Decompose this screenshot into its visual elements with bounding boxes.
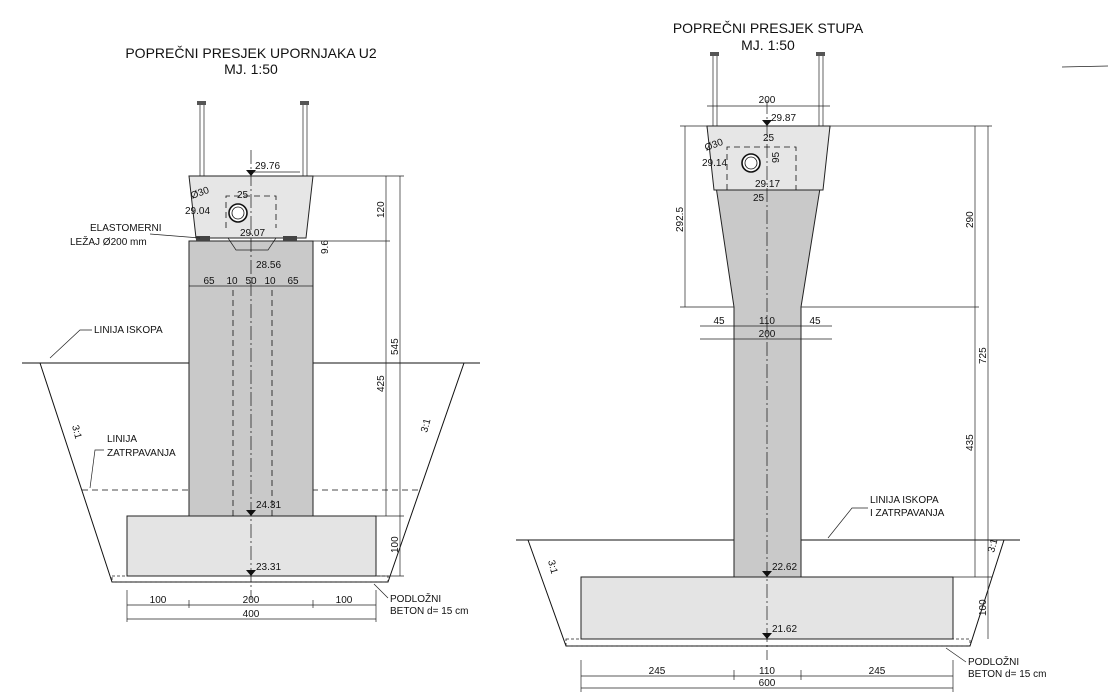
- lean-concrete: [111, 575, 389, 583]
- height-top: 290: [965, 211, 976, 228]
- lean-concrete: [565, 638, 971, 647]
- width-dim: 45: [809, 316, 821, 327]
- level-foundation-bottom: 21.62: [772, 624, 797, 635]
- foundation-total: 400: [243, 609, 260, 620]
- width-dim: 10: [226, 276, 238, 287]
- level-bearing-left: 29.14: [702, 158, 727, 169]
- level-marker: [762, 571, 772, 577]
- dim-95: 95: [771, 151, 782, 163]
- lean-concrete-label-2: BETON d= 15 cm: [968, 669, 1046, 680]
- bearing-right: [283, 236, 297, 241]
- lean-concrete-label-1: PODLOŽNI: [968, 655, 1019, 668]
- level-marker: [762, 633, 772, 639]
- level-top: 29.87: [771, 113, 796, 124]
- width-dim: 110: [759, 316, 775, 327]
- level-marker: [246, 570, 256, 576]
- lean-concrete-label-1: PODLOŽNI: [390, 592, 441, 605]
- backfill-label-1: LINIJA: [107, 434, 137, 445]
- lean-concrete-label-2: BETON d= 15 cm: [390, 606, 468, 617]
- dim-25-bottom: 25: [753, 193, 765, 204]
- height-total: 545: [390, 338, 401, 355]
- width-dim: 45: [713, 316, 725, 327]
- excavation-label-1: LINIJA ISKOPA: [870, 495, 939, 506]
- slope-right: 3:1: [986, 537, 1000, 554]
- seat-notch: [227, 237, 277, 251]
- foundation-dim: 100: [336, 595, 353, 606]
- foundation-dim: 110: [759, 666, 775, 677]
- bearing-left: [196, 236, 210, 241]
- abutment-section: POPREČNI PRESJEK UPORNJAKA U2 MJ. 1:50: [22, 45, 480, 622]
- level-pier-bottom: 22.62: [772, 562, 797, 573]
- level-bearing-right: 29.17: [755, 179, 780, 190]
- width-total: 200: [759, 329, 776, 340]
- dim-9-6: 9.6: [320, 240, 331, 254]
- height-foundation: 100: [390, 536, 401, 553]
- dim-25: 25: [237, 190, 249, 201]
- level-marker: [246, 510, 256, 516]
- column-shaft: [706, 125, 831, 578]
- slope-left: 3:1: [69, 424, 83, 441]
- level-marker: [246, 170, 256, 176]
- height-pier: 425: [376, 375, 387, 392]
- column-title: POPREČNI PRESJEK STUPA: [673, 20, 864, 36]
- width-dim: 10: [264, 276, 276, 287]
- level-top: 29.76: [255, 161, 280, 172]
- cap-hidden-outline: [225, 195, 277, 228]
- level-marker: [762, 120, 772, 126]
- elastomer-label-2: LEŽAJ Ø200 mm: [70, 235, 147, 248]
- width-dim: 50: [245, 276, 257, 287]
- backfill-label-2: ZATRPAVANJA: [107, 448, 176, 459]
- level-bearing-right: 29.07: [240, 228, 265, 239]
- column-scale: MJ. 1:50: [741, 37, 795, 53]
- slope-right: 3:1: [419, 417, 433, 434]
- foundation-total: 600: [759, 678, 776, 689]
- slope-left: 3:1: [545, 559, 559, 576]
- height-shaft: 435: [965, 434, 976, 451]
- foundation-dim: 100: [150, 595, 167, 606]
- abutment-foundation: [126, 515, 377, 577]
- width-dim: 65: [287, 276, 299, 287]
- height-total: 725: [978, 347, 989, 364]
- column-section: POPREČNI PRESJEK STUPA MJ. 1:50 200 29.8…: [516, 20, 1108, 692]
- top-width: 200: [759, 95, 776, 106]
- column-head: [706, 125, 831, 191]
- foundation-dim: 200: [243, 595, 260, 606]
- excavation-label-2: I ZATRPAVANJA: [870, 508, 945, 519]
- dim-25-top: 25: [763, 133, 775, 144]
- width-dim: 65: [203, 276, 215, 287]
- level-pier-bottom: 24.31: [256, 500, 281, 511]
- foundation-dim: 245: [649, 666, 666, 677]
- abutment-title: POPREČNI PRESJEK UPORNJAKA U2: [125, 45, 377, 61]
- height-head: 292.5: [675, 207, 686, 232]
- head-hidden-outline: [726, 146, 797, 190]
- height-foundation: 100: [978, 599, 989, 616]
- level-foundation-bottom: 23.31: [256, 562, 281, 573]
- height-cap: 120: [376, 201, 387, 218]
- elastomer-label-1: ELASTOMERNI: [90, 223, 162, 234]
- level-seat: 28.56: [256, 260, 281, 271]
- excavation-label: LINIJA ISKOPA: [94, 325, 163, 336]
- edge-mark: [1061, 65, 1108, 68]
- foundation-dim: 245: [869, 666, 886, 677]
- level-bearing-left: 29.04: [185, 206, 210, 217]
- abutment-scale: MJ. 1:50: [224, 61, 278, 77]
